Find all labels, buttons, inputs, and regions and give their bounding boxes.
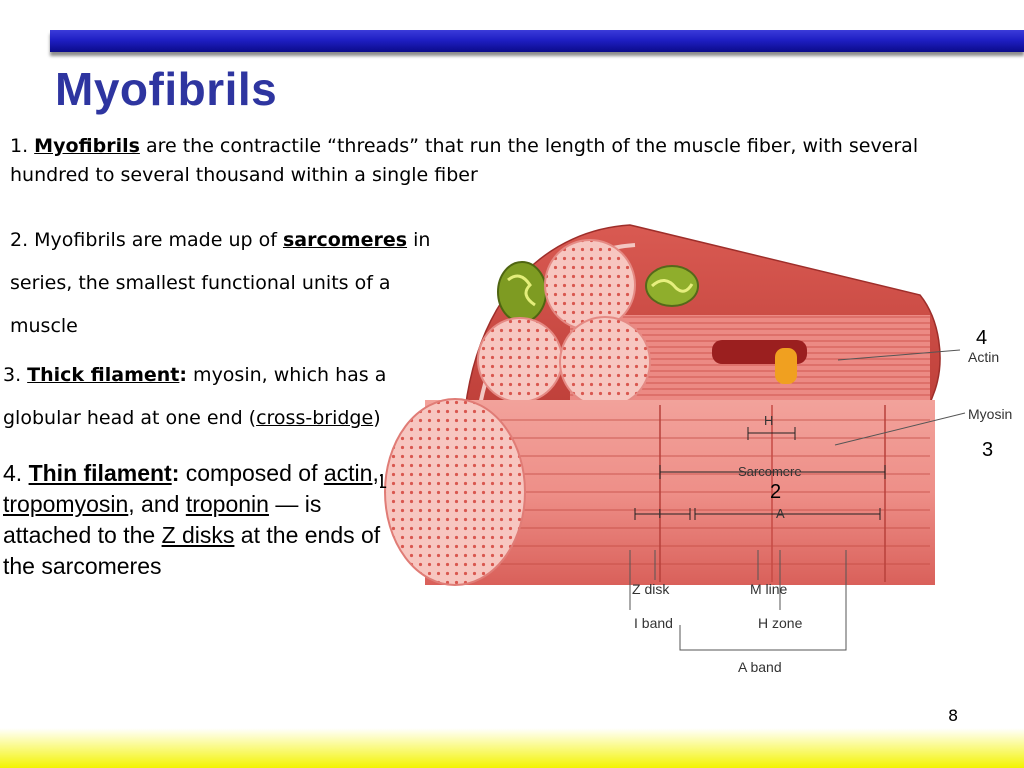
callout-1: 1 [380,471,387,493]
myofibril-cross-section [544,239,636,331]
slide-title: Myofibrils [55,63,278,115]
point-2-prefix: 2. Myofibrils are made up of [10,229,283,251]
page-number: 8 [948,706,959,725]
term-tropomyosin: tropomyosin [3,491,129,517]
label-actin: Actin [968,349,999,365]
z-disk-lines [659,405,886,582]
point-2-sarcomeres: 2. Myofibrils are made up of sarcomeres … [10,219,440,348]
point-4-sep-2: , and [128,491,186,517]
term-myofibrils: Myofibrils [34,135,140,157]
point-4-prefix: 4. [3,460,29,486]
myofibril-cross-section [559,316,651,408]
point-4-text-3: at the ends of the sarcomeres [3,522,381,579]
label-myosin: Myosin [968,406,1012,422]
myofibril-cross-section [477,317,563,403]
label-h-zone: H zone [758,615,803,631]
label-i: I [658,506,662,521]
point-2-text: in series, the smallest functional units… [10,229,431,337]
point-4-sep-1: , [372,460,379,486]
point-1-text: are the contractile “threads” that run t… [10,135,919,186]
point-4-text-1: composed of [179,460,324,486]
point-1-prefix: 1. [10,135,35,157]
myofibril-diagram: Actin Myosin H Sarcomere I A Z disk M li… [380,224,1012,675]
term-z-disks: Z disks [161,522,235,548]
label-a-band: A band [738,659,782,675]
label-i-band: I band [634,615,673,631]
point-4-text-2: — is attached to the [3,491,322,548]
title-bar-decoration [50,30,1024,52]
point-4-thin-filament: 4. Thin filament: composed of actin, tro… [3,458,398,582]
footer-bar-decoration [0,728,1024,768]
point-3-prefix: 3. [3,364,28,386]
label-a: A [776,506,785,521]
callout-3: 3 [982,439,993,461]
term-sarcomeres: sarcomeres [282,229,408,251]
myofibril-end-face [384,398,526,586]
mitochondrion-right [645,265,699,307]
term-actin: actin [323,460,373,486]
label-m-line: M line [750,581,788,597]
callout-4: 4 [976,327,987,349]
label-leader-lines [629,349,966,651]
band-dimension-lines [634,427,886,520]
term-cross-bridge: cross-bridge [256,407,374,429]
point-1-myofibrils: 1. Myofibrils are the contractile “threa… [10,132,1000,190]
mitochondrion-left [497,261,547,323]
term-thin-filament: Thin filament [28,460,172,486]
blood-vessel [712,340,807,384]
point-4-colon: : [171,460,180,486]
label-z-disk: Z disk [632,581,670,597]
point-3-colon: : [179,364,188,386]
callout-2: 2 [770,481,781,503]
point-3-text-2: ) [373,407,381,429]
label-sarcomere: Sarcomere [738,464,802,479]
term-thick-filament: Thick filament [27,364,180,386]
term-troponin: troponin [185,491,269,517]
point-3-thick-filament: 3. Thick filament: myosin, which has a g… [3,354,423,440]
label-h: H [764,413,773,428]
myofilament-striations [490,419,930,565]
point-3-text-1: myosin, which has a globular head at one… [3,364,387,429]
